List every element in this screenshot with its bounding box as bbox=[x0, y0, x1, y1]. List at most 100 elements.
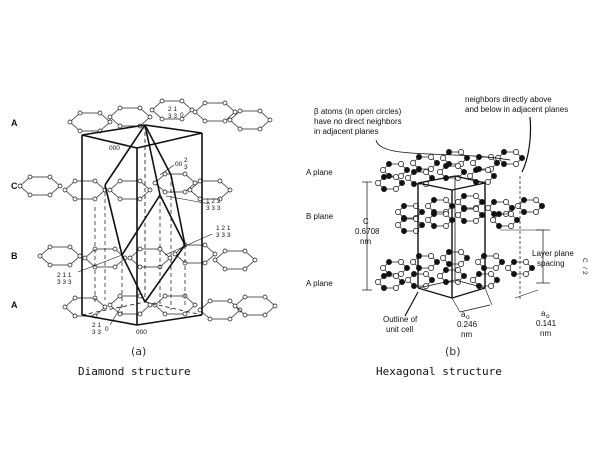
hexagon-ring bbox=[17, 174, 63, 198]
svg-text:and below in adjacent planes: and below in adjacent planes bbox=[465, 105, 568, 114]
alpha-atom bbox=[411, 169, 417, 175]
alpha-atom bbox=[416, 166, 422, 172]
unit-cell-edge bbox=[417, 182, 453, 191]
atom bbox=[212, 251, 218, 257]
a0-lattice-label: a o 0.246 nm bbox=[457, 310, 478, 339]
hexagon-bonds bbox=[477, 255, 503, 269]
layer-label-c: C bbox=[11, 181, 18, 191]
atom bbox=[475, 259, 481, 265]
atom bbox=[162, 293, 168, 299]
alpha-atom bbox=[491, 211, 497, 217]
svg-text:o: o bbox=[546, 313, 550, 320]
alpha-atom bbox=[419, 209, 425, 215]
atomic-layer-2 bbox=[37, 242, 258, 272]
point-label-bottom-210: 2 1 3 3 0 bbox=[92, 322, 109, 336]
graphite-plane-1 bbox=[395, 193, 545, 234]
atom bbox=[159, 116, 165, 122]
alpha-atom bbox=[446, 261, 452, 267]
atom bbox=[375, 279, 381, 285]
layer-spacing-label: Layer plane spacing bbox=[532, 249, 574, 268]
c-half-label: C / 2 bbox=[581, 258, 588, 275]
hexagon-bonds bbox=[517, 199, 543, 213]
atom bbox=[62, 304, 68, 310]
atom bbox=[72, 313, 78, 319]
atom bbox=[82, 255, 88, 261]
svg-text:0.141: 0.141 bbox=[536, 319, 557, 328]
alpha-atom bbox=[479, 199, 485, 205]
atom bbox=[137, 105, 143, 111]
svg-text:2 1: 2 1 bbox=[92, 322, 101, 329]
atom bbox=[405, 175, 411, 181]
alpha-atom bbox=[476, 271, 482, 277]
diamond-structure-figure bbox=[17, 98, 278, 326]
alpha-atom bbox=[501, 149, 507, 155]
atom bbox=[179, 116, 185, 122]
atom bbox=[137, 246, 143, 252]
atom bbox=[410, 259, 416, 265]
c-lattice-label: C 0.6708 nm bbox=[355, 217, 380, 246]
alpha-atom bbox=[494, 277, 500, 283]
atom bbox=[467, 173, 473, 179]
hexagon-bonds bbox=[19, 176, 61, 196]
atom bbox=[72, 178, 78, 184]
layer-label-a-top: A bbox=[11, 118, 18, 128]
atom bbox=[147, 302, 153, 308]
rhombohedral-edge bbox=[144, 244, 186, 303]
rhombohedral-edge bbox=[121, 194, 161, 256]
alpha-atom bbox=[386, 161, 392, 167]
svg-text:unit cell: unit cell bbox=[386, 325, 413, 334]
atom bbox=[112, 246, 118, 252]
unit-cell-edge bbox=[144, 124, 203, 134]
point-label-00-2-3: 00 2 3 bbox=[175, 157, 188, 171]
alpha-atom bbox=[496, 223, 502, 229]
rhombohedral-edge bbox=[159, 194, 186, 246]
alpha-atom bbox=[494, 160, 500, 166]
alpha-atom bbox=[501, 161, 507, 167]
atom bbox=[485, 167, 491, 173]
leader-line bbox=[164, 233, 213, 256]
hexagon-bonds bbox=[129, 248, 171, 268]
point-label-211: 2 1 1 3 3 3 bbox=[57, 272, 72, 286]
atom bbox=[485, 205, 491, 211]
hexagon-bonds bbox=[377, 176, 403, 190]
atom bbox=[237, 108, 243, 114]
figure-a-caption: Diamond structure bbox=[78, 365, 191, 378]
atom bbox=[162, 171, 168, 177]
atom bbox=[72, 295, 78, 301]
alpha-atom bbox=[434, 160, 440, 166]
hexagon-bonds bbox=[427, 199, 453, 213]
atom bbox=[162, 311, 168, 317]
alpha-atom bbox=[499, 259, 505, 265]
atom bbox=[107, 187, 113, 193]
atom bbox=[47, 174, 53, 180]
atom bbox=[398, 161, 404, 167]
atom bbox=[77, 128, 83, 134]
atom bbox=[232, 303, 238, 309]
atom bbox=[515, 203, 521, 209]
atom bbox=[17, 183, 23, 189]
atom bbox=[192, 109, 198, 115]
alpha-atom bbox=[461, 193, 467, 199]
atom bbox=[488, 283, 494, 289]
alpha-atom bbox=[419, 222, 425, 228]
atom bbox=[375, 180, 381, 186]
atom bbox=[242, 312, 248, 318]
hexagon-ring bbox=[67, 110, 113, 134]
atom bbox=[67, 244, 73, 250]
atom bbox=[212, 257, 218, 263]
hexagon-ring bbox=[197, 298, 243, 322]
alpha-atom bbox=[381, 273, 387, 279]
point-label-121: 1 2 1 3 3 3 bbox=[216, 225, 231, 239]
alpha-atom bbox=[529, 265, 535, 271]
atom bbox=[523, 259, 529, 265]
hexagon-ring bbox=[395, 216, 425, 234]
hexagon-bonds bbox=[199, 300, 241, 320]
atom bbox=[37, 253, 43, 259]
rhombohedral-edge bbox=[170, 174, 186, 246]
hexagon-ring bbox=[490, 211, 520, 229]
alpha-atom bbox=[386, 259, 392, 265]
hexagon-ring bbox=[437, 163, 467, 181]
atom bbox=[237, 126, 243, 132]
atom bbox=[137, 178, 143, 184]
atom bbox=[493, 253, 499, 259]
